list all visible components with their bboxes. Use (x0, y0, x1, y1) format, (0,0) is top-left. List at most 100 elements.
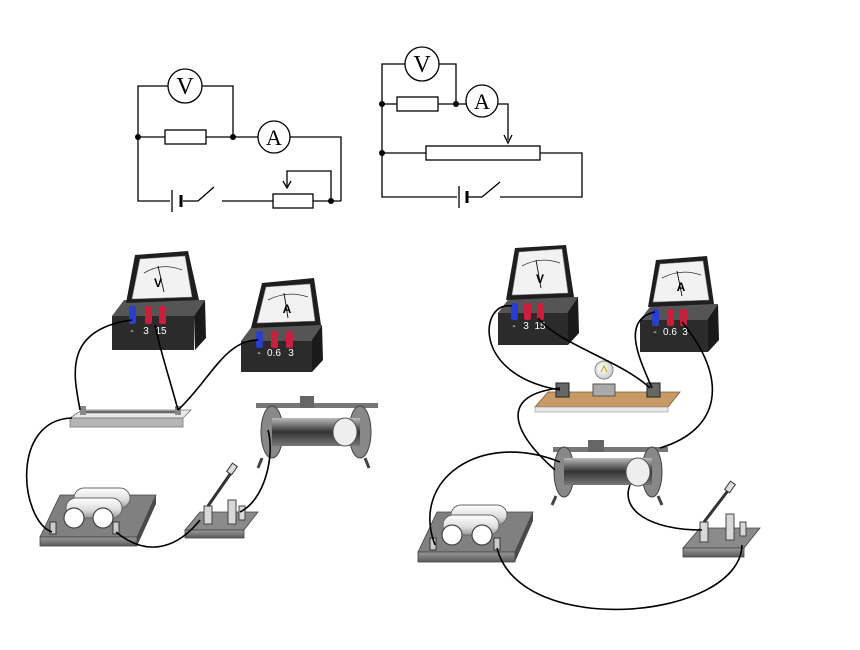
ammeter-symbol-label: A (474, 89, 490, 114)
rheostat-rod (256, 403, 378, 408)
switch-post (725, 513, 735, 541)
ammeter-right: A - 0.6 3 (640, 256, 719, 352)
terminal-label: - (512, 321, 515, 332)
voltmeter-right: V - 3 15 (498, 245, 579, 345)
switch-post (203, 505, 213, 525)
meter-face-letter: A (283, 302, 292, 316)
terminal-label: 0.6 (267, 348, 281, 359)
switch-post (238, 505, 246, 521)
meter-face (131, 255, 193, 300)
switch-base-front (682, 547, 745, 558)
meter-needle (535, 259, 542, 289)
wire (202, 85, 234, 137)
terminal-3v (145, 306, 152, 324)
battery-end (92, 507, 114, 529)
terminal-label: 15 (534, 321, 546, 332)
meter-side (707, 304, 719, 352)
meter-side (567, 297, 579, 345)
wire (115, 519, 201, 548)
ammeter-left: A - 0.6 3 (241, 278, 323, 372)
terminal-15v (159, 306, 166, 324)
apparatus-left: V - 3 15 A - 0.6 3 (25, 251, 378, 548)
meter-base (498, 313, 568, 345)
meter-top (112, 300, 205, 316)
terminal-15v (537, 303, 544, 320)
meter-face (652, 260, 710, 303)
terminal-label: 3 (143, 326, 149, 337)
wire (177, 339, 259, 411)
rheostat-insulator (625, 457, 651, 487)
slider-arrow (282, 180, 292, 190)
rheostat (272, 193, 314, 209)
battery-end (63, 507, 85, 529)
battery-terminal (49, 521, 57, 535)
rheostat-leg (550, 495, 558, 506)
terminal-3v (524, 303, 531, 320)
wire (239, 429, 271, 513)
switch-left (184, 462, 259, 539)
meter-scale (143, 266, 183, 274)
schematic-left-nodes (135, 134, 334, 204)
switch-blade (481, 181, 501, 198)
ammeter-symbol (257, 120, 291, 154)
switch-handle (723, 480, 737, 494)
board-terminal (646, 382, 661, 398)
wire (290, 136, 342, 201)
terminal-3a (680, 309, 687, 326)
terminal-label: - (257, 348, 260, 359)
battery-terminal (112, 521, 120, 535)
rheostat-slider (588, 440, 604, 452)
wire (74, 319, 133, 411)
plate-terminal (80, 406, 86, 415)
junction-dot (135, 134, 141, 140)
board-front (534, 406, 669, 413)
terminal-3a (286, 331, 293, 348)
switch-post (739, 521, 747, 537)
wire (429, 451, 561, 546)
resistor (164, 129, 207, 145)
voltmeter-left: V - 3 15 (112, 251, 206, 350)
wire (25, 417, 73, 533)
battery-base-side (515, 512, 533, 562)
bulb-filament (600, 364, 608, 373)
meter-scale (521, 259, 561, 267)
terminal-negative (256, 331, 263, 348)
switch-handle (225, 462, 239, 476)
meter-face-letter: A (677, 280, 686, 294)
battery-end (471, 524, 493, 546)
wire (488, 305, 561, 391)
rheostat-leg (256, 457, 264, 469)
meter-side (194, 300, 206, 350)
terminal-label: 3 (288, 348, 294, 359)
wire (137, 137, 170, 202)
schematic-right-nodes (379, 101, 459, 156)
meter-side (311, 325, 323, 372)
switch-base-top (184, 511, 259, 531)
terminal-label: 0.6 (663, 327, 677, 338)
meter-top (640, 304, 718, 320)
rheostat-right (550, 440, 668, 506)
meter-face-letter: V (536, 272, 544, 286)
plate-front (69, 417, 184, 428)
schematic-right (381, 46, 583, 208)
battery-base-front (39, 536, 138, 547)
wire (439, 63, 457, 104)
switch-blade (206, 469, 235, 507)
switch-blade (702, 487, 732, 523)
meter-needle (676, 270, 683, 297)
resistor-plate-left (68, 406, 192, 428)
wires-left (25, 319, 271, 548)
terminal-negative (652, 309, 659, 326)
junction-dot (379, 150, 385, 156)
meter-face-letter: V (154, 276, 162, 290)
rheostat-insulator (332, 417, 358, 447)
rheostat-leg (656, 495, 664, 506)
rheostat (425, 145, 541, 161)
battery-right (417, 504, 534, 563)
wire (381, 63, 405, 104)
bulb-glass (594, 360, 614, 380)
wires-right (429, 305, 743, 611)
battery-end (441, 524, 463, 546)
meter-face (511, 248, 569, 296)
wire (496, 544, 743, 611)
